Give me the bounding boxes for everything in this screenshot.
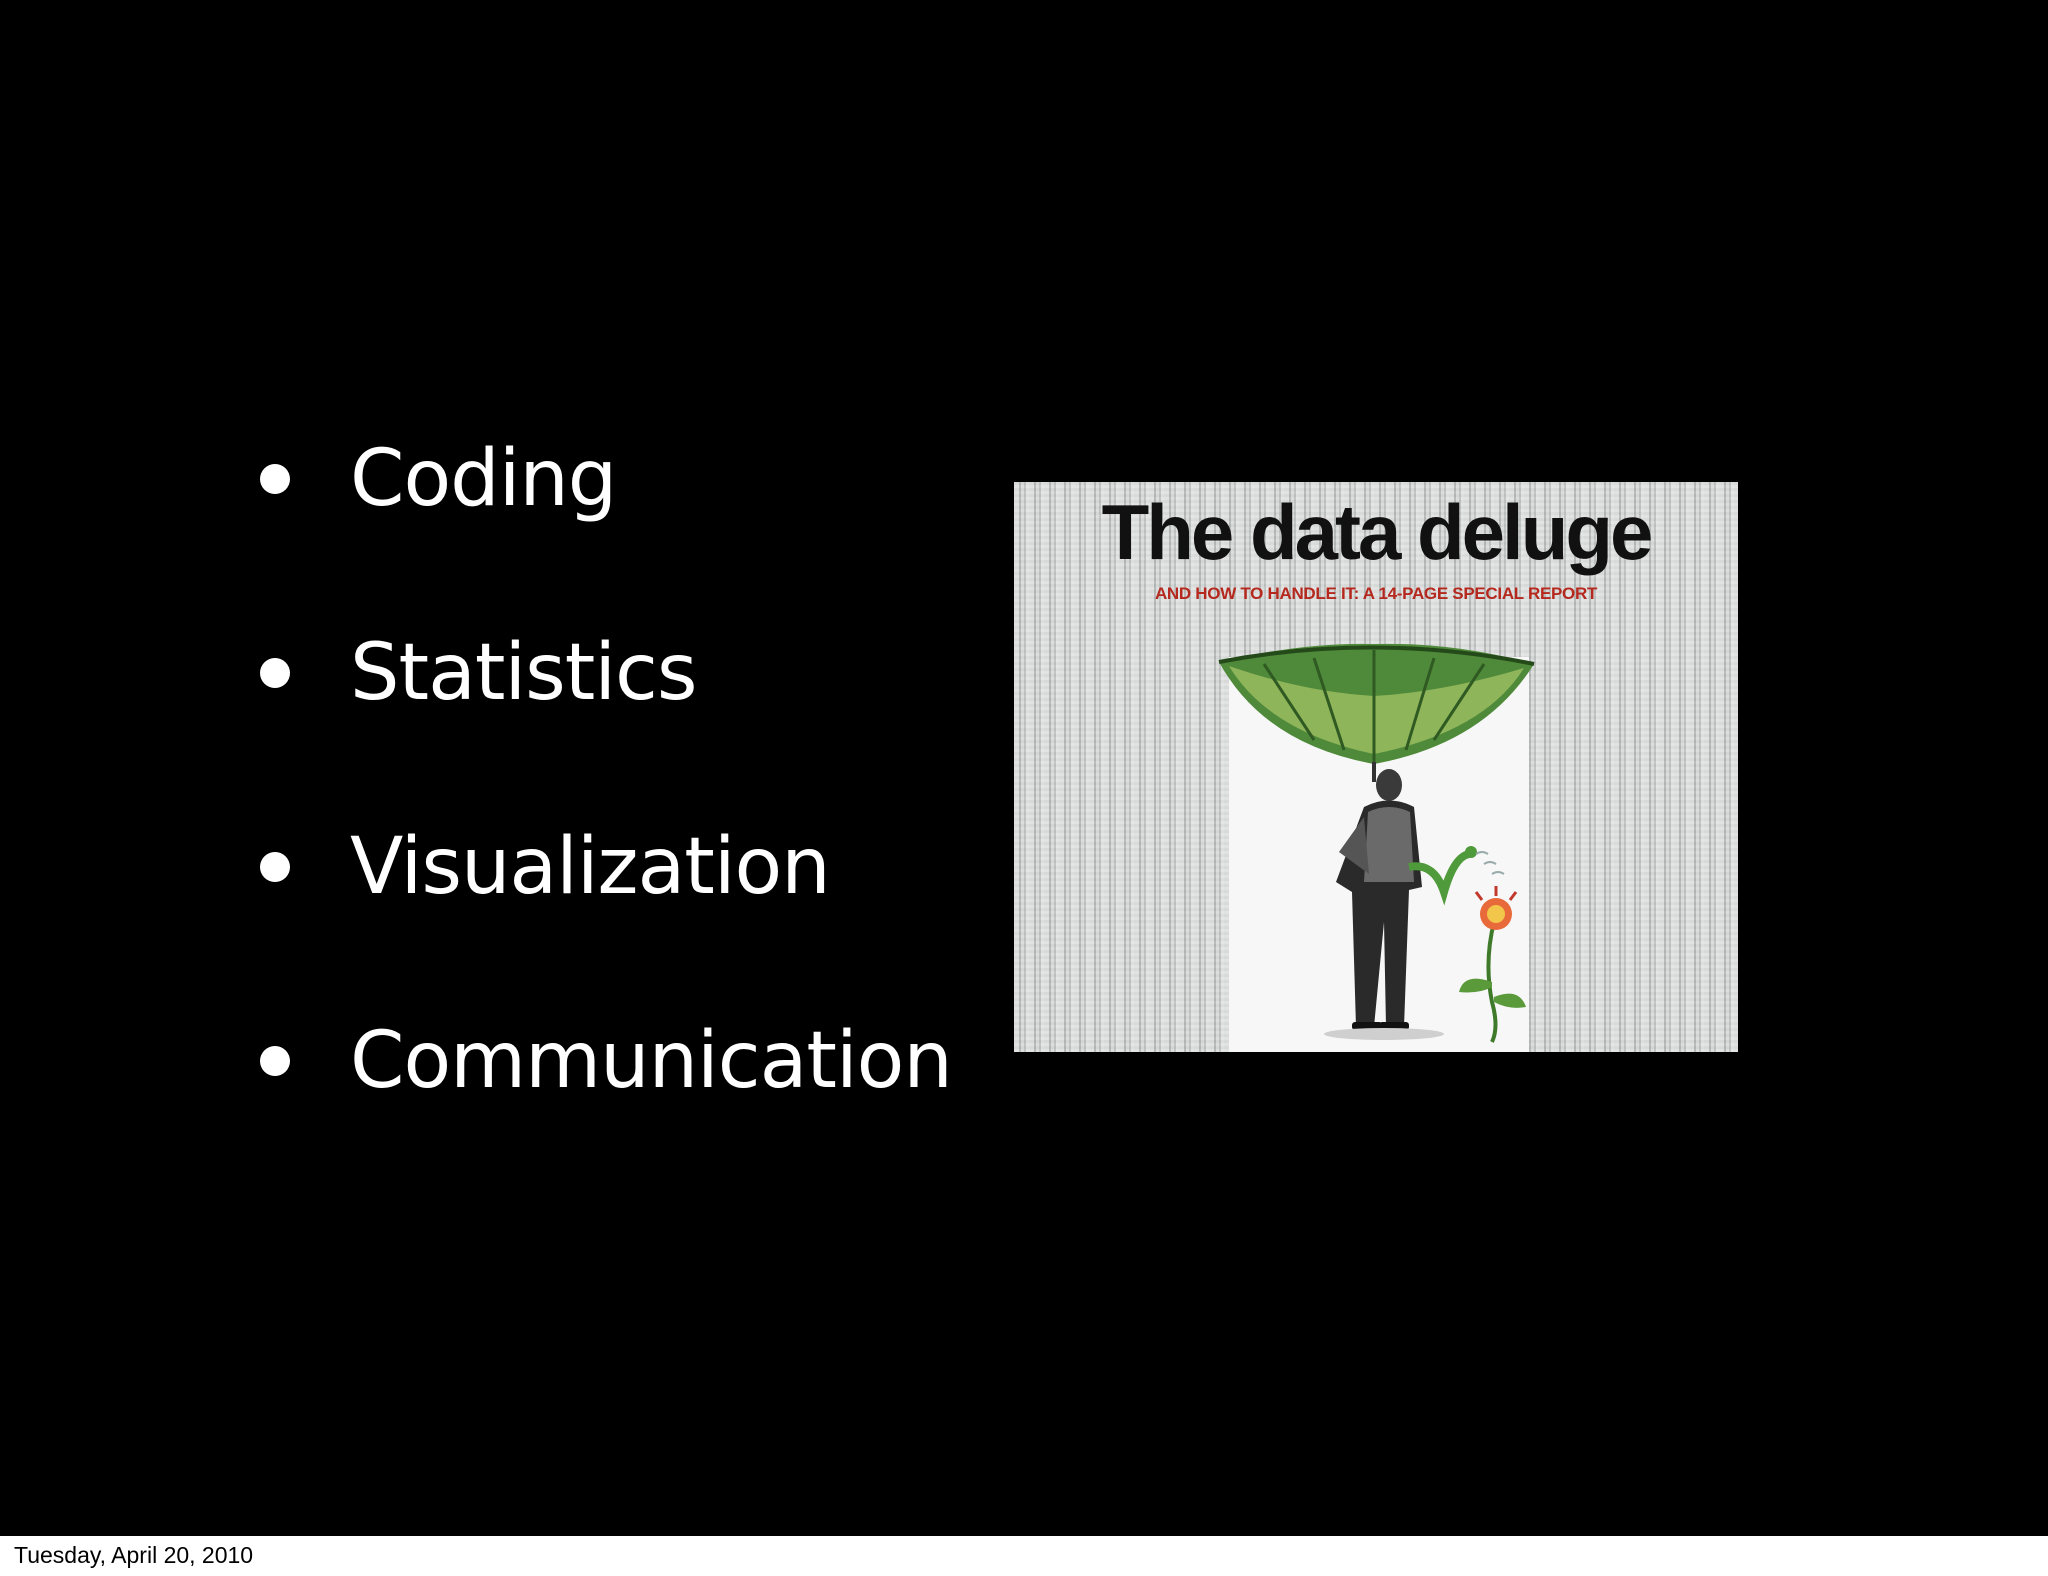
bullet-item-statistics: Statistics: [260, 624, 952, 818]
bullet-item-coding: Coding: [260, 430, 952, 624]
bullet-label: Communication: [350, 1016, 953, 1106]
bullet-dot-icon: [260, 658, 290, 688]
bullet-label: Statistics: [350, 628, 698, 718]
footer-date: Tuesday, April 20, 2010: [14, 1542, 254, 1568]
bullet-dot-icon: [260, 1046, 290, 1076]
cover-title: The data deluge: [1101, 488, 1654, 576]
bullet-list: Coding Statistics Visualization Communic…: [260, 430, 953, 1206]
bullet-dot-icon: [260, 464, 290, 494]
bullet-item-communication: Communication: [260, 1012, 953, 1206]
umbrella-man-illustration: [1218, 643, 1535, 1052]
magazine-cover-image: The data deluge AND HOW TO HANDLE IT: A …: [1014, 482, 1738, 1052]
bullet-item-visualization: Visualization: [260, 818, 952, 1012]
bullet-dot-icon: [260, 852, 290, 882]
slide: Coding Statistics Visualization Communic…: [0, 0, 2048, 1536]
bullet-label: Coding: [350, 434, 617, 524]
bullet-label: Visualization: [350, 822, 831, 912]
cover-subtitle: AND HOW TO HANDLE IT: A 14-PAGE SPECIAL …: [1154, 584, 1598, 603]
